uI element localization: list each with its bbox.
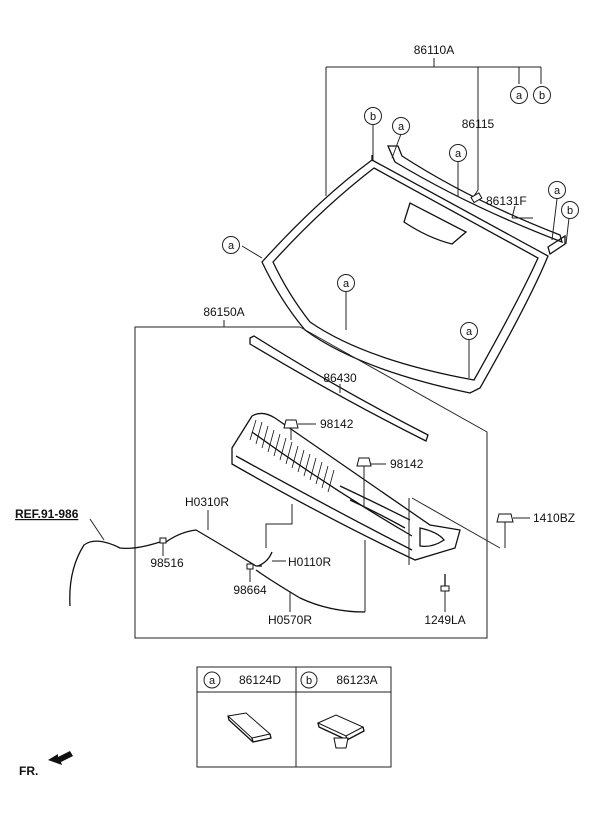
hose-H0110R (257, 551, 273, 567)
callout-b-top-right: b (533, 86, 551, 104)
upper-moulding-strip (387, 145, 563, 244)
label-H0110R: H0110R (288, 555, 331, 569)
svg-text:a: a (516, 90, 523, 102)
bolt-1249LA: 1249LA (424, 574, 466, 627)
legend-table: a 86124D b 86123A (196, 666, 392, 768)
callout-a-top-middle: a (449, 144, 467, 162)
windshield-group: a b b a a a b a (222, 43, 579, 394)
svg-text:b: b (306, 675, 312, 687)
svg-text:98142: 98142 (390, 457, 424, 471)
nozzle-98516: 98516 (150, 537, 184, 570)
legend-item-a: a 86124D (203, 671, 281, 743)
label-86131F: 86131F (486, 194, 527, 208)
callout-a-right: a (548, 181, 566, 199)
svg-text:a: a (209, 675, 216, 687)
svg-text:b: b (539, 90, 545, 102)
svg-text:98664: 98664 (233, 583, 267, 597)
ref-hose: REF.91-986 (15, 507, 161, 607)
callout-a-top-right-1: a (510, 86, 528, 104)
callout-a-bottom-left: a (337, 274, 355, 292)
svg-text:b: b (567, 205, 573, 217)
sensor-bracket (470, 192, 483, 204)
legend-item-b: b 86123A (300, 671, 378, 749)
svg-text:1410BZ: 1410BZ (533, 511, 575, 525)
mirror-patch (403, 202, 468, 245)
clip-1410BZ: 1410BZ (496, 511, 575, 548)
callout-a-top-left: a (392, 117, 410, 135)
windshield-glass (261, 159, 549, 394)
callout-b-right: b (561, 201, 579, 219)
svg-text:86124D: 86124D (239, 673, 281, 687)
svg-text:86123A: 86123A (336, 673, 377, 687)
label-H0310R: H0310R (185, 495, 229, 509)
svg-text:b: b (370, 111, 376, 123)
svg-text:a: a (466, 326, 473, 338)
cowl-grille (249, 419, 335, 493)
label-front: FR. (19, 764, 38, 778)
label-ref-91-986[interactable]: REF.91-986 (15, 507, 79, 521)
svg-text:a: a (455, 148, 462, 160)
svg-text:a: a (228, 240, 235, 252)
callout-b-top-left: b (364, 107, 382, 125)
front-indicator: FR. (19, 751, 73, 778)
clip-b-drawing (316, 714, 365, 737)
callout-a-left: a (222, 236, 240, 254)
cowl-seal-strip (249, 335, 429, 442)
label-86150A: 86150A (203, 305, 244, 319)
fastener-98142-upper: 98142 (283, 417, 354, 440)
label-86430: 86430 (323, 371, 357, 385)
svg-text:1249LA: 1249LA (424, 613, 465, 627)
callout-a-bottom-right: a (460, 322, 478, 340)
windshield-inner-line (272, 167, 539, 381)
nozzle-98664: 98664 (233, 563, 267, 597)
hose-H0570R (255, 569, 366, 613)
fastener-98142-lower: 98142 (356, 457, 424, 506)
svg-text:a: a (554, 185, 561, 197)
cowl-group: 86150A 86430 (134, 305, 501, 639)
label-86115: 86115 (462, 117, 495, 131)
label-86110A: 86110A (414, 43, 454, 57)
svg-text:98516: 98516 (150, 556, 184, 570)
svg-text:a: a (398, 121, 405, 133)
hose-H0310R (165, 529, 262, 567)
cowl-panel (231, 412, 461, 561)
front-arrow-icon (48, 751, 73, 765)
label-H0570R: H0570R (268, 613, 312, 627)
svg-text:98142: 98142 (320, 417, 354, 431)
svg-text:a: a (343, 278, 350, 290)
